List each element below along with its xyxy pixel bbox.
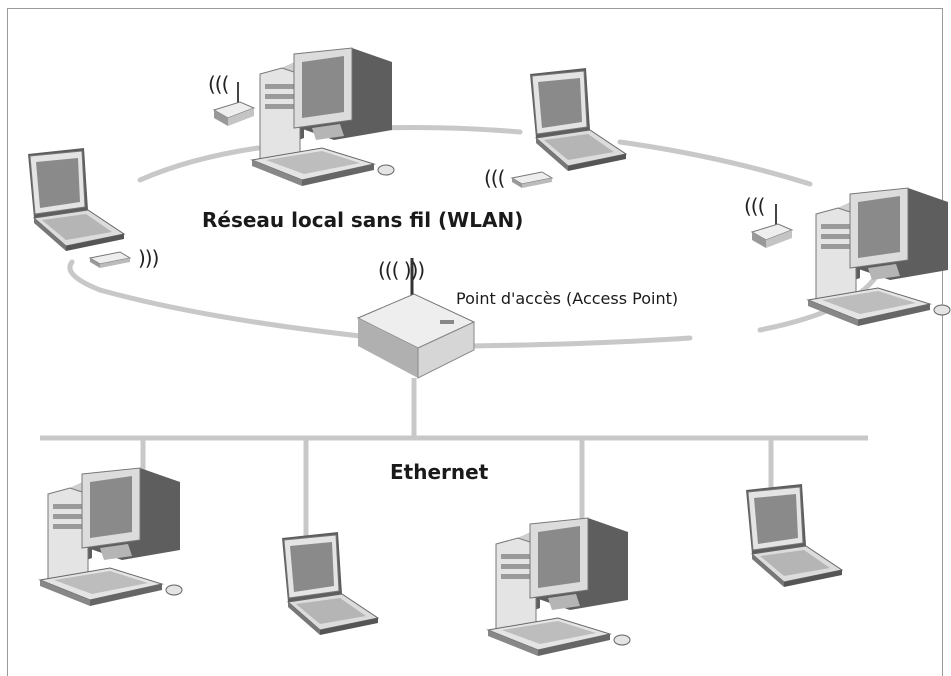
ethernet-laptop-right-icon	[745, 483, 843, 588]
signal-waves-pc-card-left: )))	[138, 246, 159, 270]
wireless-desktop-top-icon	[251, 47, 395, 187]
ethernet-laptop-left-icon	[281, 531, 379, 636]
signal-waves-access-point: ((( )))	[378, 258, 425, 282]
ethernet-label: Ethernet	[390, 460, 489, 484]
ethernet-desktop-left-icon	[39, 467, 183, 607]
wlan-label: Réseau local sans fil (WLAN)	[202, 208, 524, 232]
ethernet-desktop-right-icon	[487, 517, 631, 657]
wireless-pc-card-left-icon	[89, 251, 131, 269]
signal-waves-desktop-right: (((	[744, 194, 765, 218]
access-point-icon	[356, 258, 476, 379]
signal-waves-pc-card-center: (((	[484, 166, 505, 190]
wireless-laptop-top-icon	[529, 67, 627, 172]
access-point-label: Point d'accès (Access Point)	[456, 289, 679, 308]
wireless-pc-card-center-icon	[511, 171, 553, 189]
wireless-desktop-right-icon	[807, 187, 951, 327]
signal-waves-desktop-top: (((	[208, 72, 229, 96]
ethernet-bus	[40, 378, 868, 540]
wireless-laptop-left-icon	[27, 147, 125, 252]
diagram-frame	[7, 8, 943, 676]
